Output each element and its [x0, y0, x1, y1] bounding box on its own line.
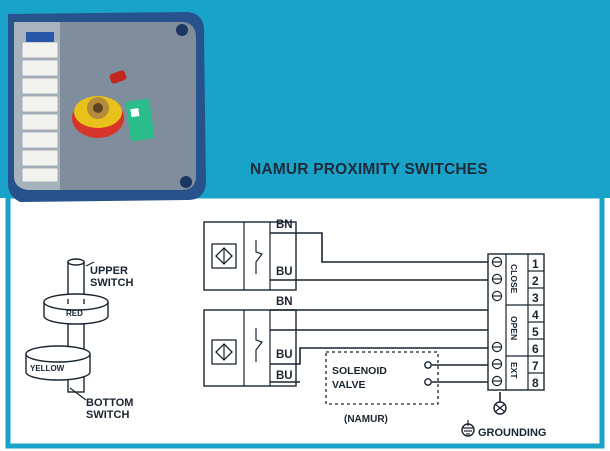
terminal-number: 5 [532, 325, 539, 339]
terminal-number: 4 [532, 308, 539, 322]
terminal-number: 8 [532, 376, 539, 390]
terminal-number: 2 [532, 274, 539, 288]
upper-switch-label-1: UPPER [90, 265, 128, 277]
terminal-number: 6 [532, 342, 539, 356]
wiring [270, 232, 501, 402]
page-title: NAMUR PROXIMITY SWITCHES [250, 161, 488, 178]
ext-group-label: EXT [509, 362, 519, 379]
solenoid-caption: (NAMUR) [344, 414, 388, 425]
bottom-switch-label-1: BOTTOM [86, 397, 133, 409]
terminal-number: 3 [532, 291, 539, 305]
enclosure-photo [8, 12, 206, 202]
solenoid-valve [325, 351, 439, 405]
open-group-label: OPEN [509, 316, 519, 340]
terminal-number: 7 [532, 359, 539, 373]
solenoid-label-2: VALVE [332, 379, 365, 391]
red-cam-label: RED [66, 309, 83, 318]
upper-bn-label: BN [276, 219, 293, 231]
yellow-cam [25, 345, 91, 381]
close-group-label: CLOSE [509, 264, 519, 294]
lower-bn-label: BN [276, 296, 293, 308]
yellow-cam-label: YELLOW [30, 364, 65, 373]
upper-bu-label: BU [276, 266, 293, 278]
red-cam [43, 293, 109, 325]
lower-bu-label-2: BU [276, 370, 293, 382]
upper-switch-label-2: SWITCH [90, 277, 133, 289]
grounding-label: GROUNDING [478, 427, 546, 439]
lower-bu-label-1: BU [276, 349, 293, 361]
terminal-block [487, 253, 545, 391]
lower-sensor [203, 309, 297, 387]
terminal-number: 1 [532, 257, 539, 271]
solenoid-label-1: SOLENOID [332, 365, 387, 377]
bottom-switch-label-2: SWITCH [86, 409, 129, 421]
grounding-symbol [461, 401, 507, 437]
cam-assembly [25, 258, 109, 401]
